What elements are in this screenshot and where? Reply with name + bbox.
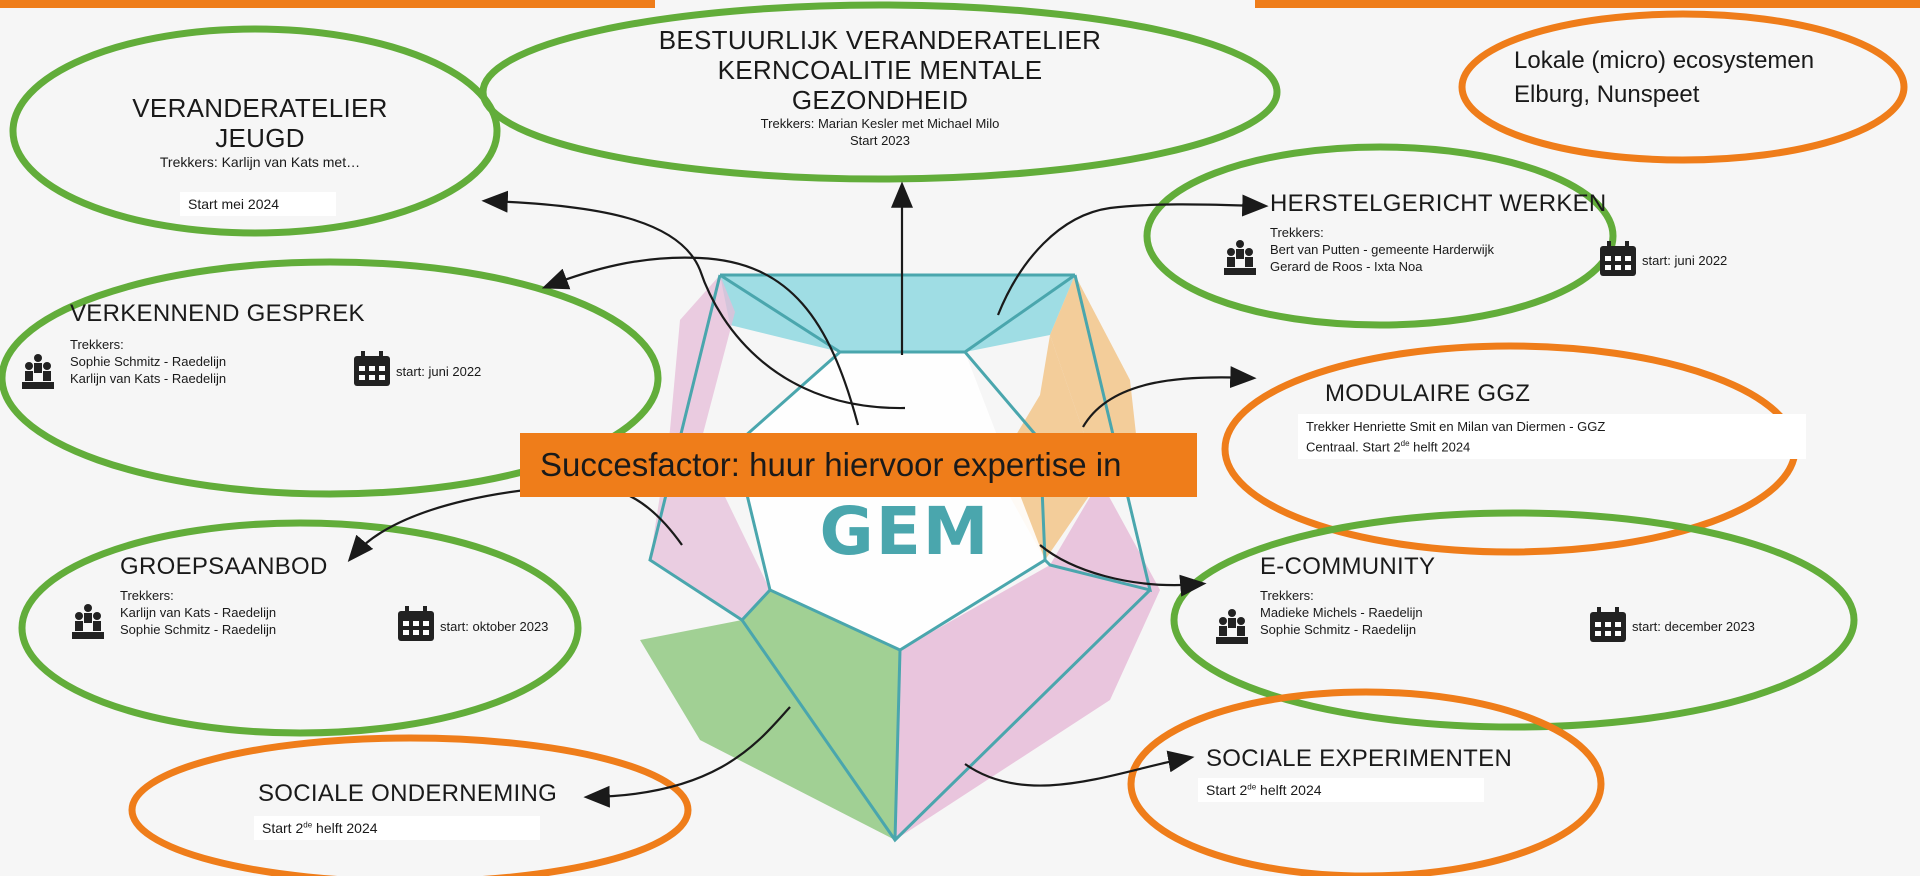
ellipse-groeps <box>18 519 582 737</box>
arrow-to-jeugd <box>481 190 906 410</box>
calendar-icon <box>1590 607 1626 642</box>
bestuurlijk-title-line2: KERNCOALITIE MENTALE <box>717 55 1043 85</box>
jeugd-trekkers: Trekkers: Karlijn van Kats met… <box>159 154 361 170</box>
sociale-experimenten-title: SOCIALE EXPERIMENTEN <box>1206 745 1513 772</box>
jeugd-start: Start mei 2024 <box>180 192 336 216</box>
herstel-person2: Gerard de Roos - Ixta Noa <box>1270 259 1423 274</box>
groeps-person2: Sophie Schmitz - Raedelijn <box>120 622 277 637</box>
modulaire-line1: Trekker Henriette Smit en Milan van Dier… <box>1306 419 1606 434</box>
top-accent-bar-right <box>1255 0 1920 8</box>
node-groeps: GROEPSAANBOD Trekkers: Karlijn van Kats … <box>120 553 420 638</box>
arrow-to-herstel <box>996 194 1269 316</box>
ellipse-verkennend <box>0 258 662 498</box>
ellipse-lokale <box>1458 10 1908 164</box>
bestuurlijk-title-line3: GEZONDHEID <box>791 85 969 115</box>
groeps-start: start: oktober 2023 <box>440 619 549 634</box>
gem-label: GEM <box>819 493 991 570</box>
gem-face-top-left <box>670 275 735 445</box>
people-group-icon <box>1224 240 1256 275</box>
sociale-experimenten-start: Start 2de helft 2024 <box>1198 778 1484 802</box>
ecommunity-start: start: december 2023 <box>1632 619 1755 634</box>
ecommunity-label: Trekkers: <box>1260 588 1314 603</box>
ellipse-herstel <box>1143 143 1617 329</box>
calendar-icon <box>1600 241 1636 276</box>
node-modulaire: MODULAIRE GGZ <box>1325 380 1805 408</box>
lokale-line2: Elburg, Nunspeet <box>1514 81 1700 108</box>
node-lokale: Lokale (micro) ecosystemen Elburg, Nunsp… <box>1514 44 1894 112</box>
node-ecommunity: E-COMMUNITY Trekkers: Madieke Michels - … <box>1260 553 1560 638</box>
verkennend-label: Trekkers: <box>70 337 124 352</box>
arrow-to-sociale-experimenten <box>964 750 1195 787</box>
modulaire-title: MODULAIRE GGZ <box>1325 380 1531 407</box>
people-group-icon <box>1216 609 1248 644</box>
gem-face-bottom-right <box>895 480 1160 840</box>
top-accent-bar-left <box>0 0 655 8</box>
node-herstel: HERSTELGERICHT WERKEN Trekkers: Bert van… <box>1270 190 1630 275</box>
arrow-to-verkennend <box>541 256 860 426</box>
arrow-to-ecommunity <box>1039 544 1207 597</box>
gem-dodecahedron <box>640 273 1160 843</box>
people-group-icon <box>22 354 54 389</box>
ellipse-sociale-experimenten <box>1127 688 1605 876</box>
ecommunity-person1: Madieke Michels - Raedelijn <box>1260 605 1423 620</box>
calendar-icon <box>398 606 434 641</box>
groeps-title: GROEPSAANBOD <box>120 553 328 580</box>
ecommunity-person2: Sophie Schmitz - Raedelijn <box>1260 622 1417 637</box>
bestuurlijk-trekkers: Trekkers: Marian Kesler met Michael Milo <box>760 116 1000 131</box>
people-group-icon <box>72 604 104 639</box>
node-verkennend: VERKENNEND GESPREK Trekkers: Sophie Schm… <box>70 300 390 387</box>
groeps-person1: Karlijn van Kats - Raedelijn <box>120 605 277 620</box>
verkennend-title: VERKENNEND GESPREK <box>70 300 365 327</box>
succesfactor-callout: Succesfactor: huur hiervoor expertise in <box>520 433 1197 497</box>
modulaire-line2: Centraal. Start 2de helft 2024 <box>1306 439 1471 455</box>
herstel-start: start: juni 2022 <box>1642 253 1728 268</box>
herstel-person1: Bert van Putten - gemeente Harderwijk <box>1270 242 1494 257</box>
gem-face-bottom-left <box>640 590 900 840</box>
gem-center-pentagon <box>735 352 1045 650</box>
arrow-to-modulaire <box>1082 366 1257 428</box>
groeps-label: Trekkers: <box>120 588 174 603</box>
sociale-onderneming-start: Start 2de helft 2024 <box>254 816 540 840</box>
ellipse-ecommunity <box>1170 509 1858 731</box>
node-jeugd: VERANDERATELIER JEUGD Trekkers: Karlijn … <box>110 93 410 171</box>
lokale-line1: Lokale (micro) ecosystemen <box>1514 47 1815 74</box>
jeugd-title-line2: JEUGD <box>215 123 305 153</box>
ellipse-sociale-onderneming <box>128 734 692 876</box>
sociale-onderneming-title: SOCIALE ONDERNEMING <box>258 780 558 807</box>
verkennend-start: start: juni 2022 <box>396 364 482 379</box>
herstel-label: Trekkers: <box>1270 225 1324 240</box>
modulaire-details: Trekker Henriette Smit en Milan van Dier… <box>1298 414 1806 460</box>
arrow-to-sociale-onderneming <box>583 706 791 808</box>
bestuurlijk-start: Start 2023 <box>850 133 910 148</box>
jeugd-title-line1: VERANDERATELIER <box>132 93 388 123</box>
node-bestuurlijk: BESTUURLIJK VERANDERATELIER KERNCOALITIE… <box>590 25 1170 149</box>
verkennend-person1: Sophie Schmitz - Raedelijn <box>70 354 227 369</box>
verkennend-person2: Karlijn van Kats - Raedelijn <box>70 371 227 386</box>
ellipse-jeugd <box>9 25 501 237</box>
gem-face-right-upper <box>1050 275 1140 480</box>
ecommunity-title: E-COMMUNITY <box>1260 553 1436 580</box>
calendar-icon <box>354 351 390 386</box>
herstel-title: HERSTELGERICHT WERKEN <box>1270 190 1607 217</box>
bestuurlijk-title-line1: BESTUURLIJK VERANDERATELIER <box>658 25 1102 55</box>
